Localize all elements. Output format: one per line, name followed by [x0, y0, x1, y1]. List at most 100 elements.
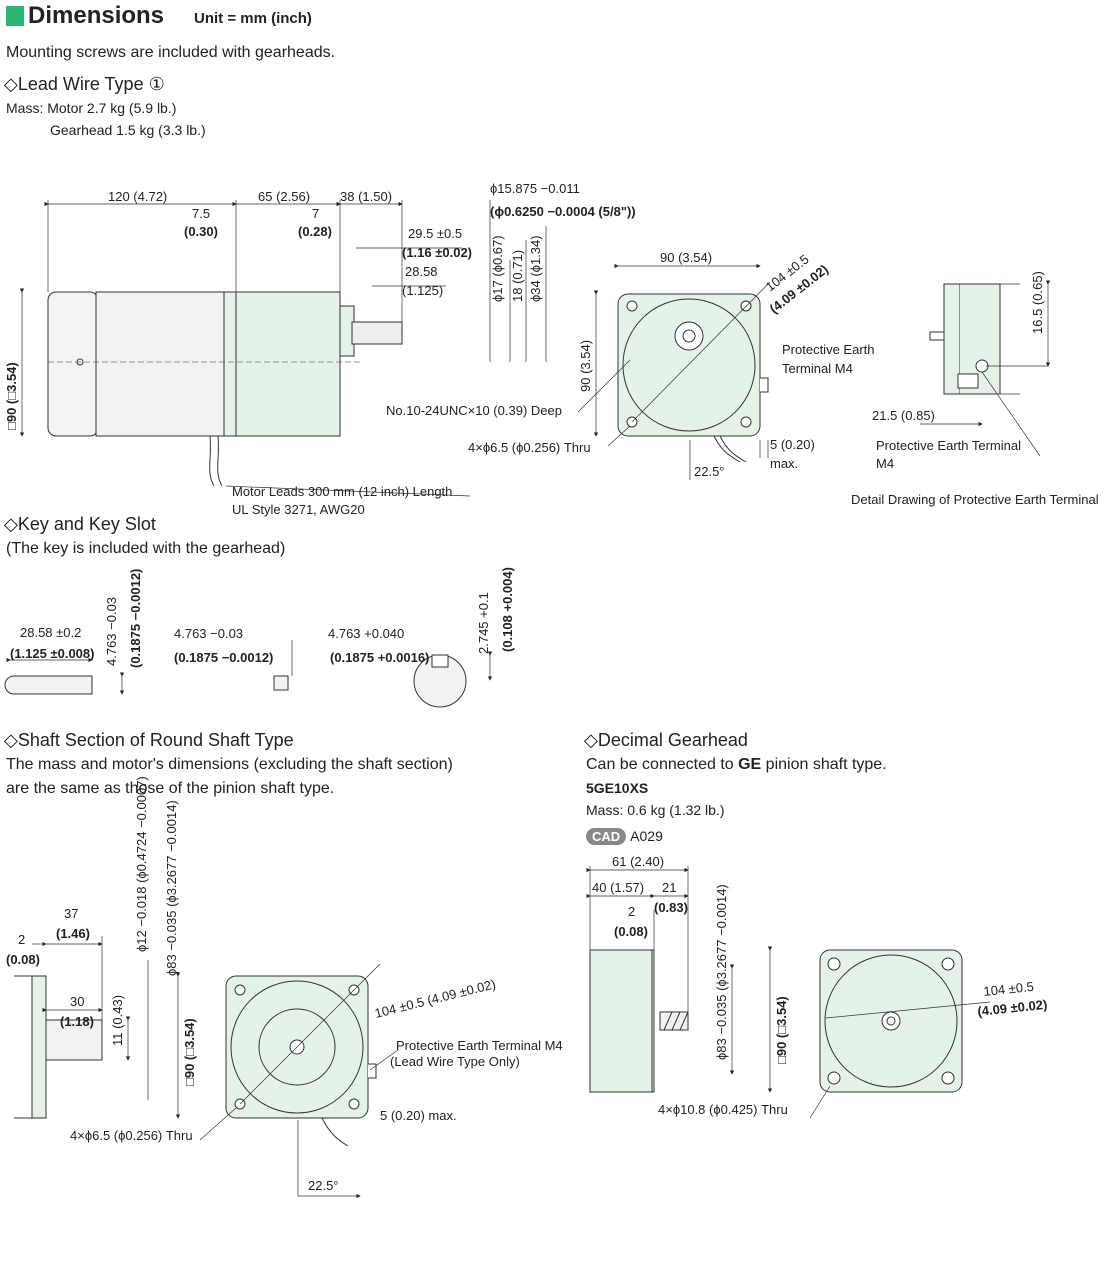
intro-text: Mounting screws are included with gearhe… [6, 44, 336, 61]
key-dimension-labels: 28.58 ±0.2 (1.125 ±0.008) 4.763 −0.03 (0… [10, 567, 515, 668]
round-shaft-heading: ◇Shaft Section of Round Shaft Type [4, 730, 294, 750]
key-dim-3: 4.763 −0.03 [174, 626, 243, 641]
dim-7-5-inch: (0.30) [184, 224, 218, 239]
key-dim-5: 2.745 +0.1 [476, 592, 491, 654]
round-shaft-side-view [14, 975, 103, 1119]
detail-dimension-lines [920, 280, 1051, 457]
round-dim-104: 104 ±0.5 (4.09 ±0.02) [373, 976, 497, 1021]
decimal-model: 5GE10XS [586, 780, 649, 796]
key-dim-5-inch: (0.108 +0.004) [500, 567, 515, 652]
round-pet-label: Protective Earth Terminal M4 [396, 1038, 563, 1053]
key-dim-2-inch: (0.1875 −0.0012) [128, 569, 143, 668]
decimal-front-view [819, 949, 963, 1093]
pe-detail-label-1: Protective Earth Terminal [876, 438, 1021, 453]
decimal-mass: Mass: 0.6 kg (1.32 lb.) [586, 802, 725, 818]
dim-angle: 22.5° [694, 464, 725, 479]
round-dim-11: 11 (0.43) [110, 995, 125, 1046]
dim-7-5: 7.5 [192, 206, 210, 221]
unit-label: Unit = mm (inch) [194, 10, 312, 27]
round-thru-label: 4×ϕ6.5 (ϕ0.256) Thru [70, 1128, 193, 1143]
dec-dim-sq90: □90 (□3.54) [774, 996, 789, 1064]
dec-dim-21-inch: (0.83) [654, 900, 688, 915]
cad-badge[interactable]: CAD [586, 828, 627, 845]
dim-21-5: 21.5 (0.85) [872, 408, 935, 423]
thru-label: 4×ϕ6.5 (ϕ0.256) Thru [468, 440, 591, 455]
round-shaft-note-1: The mass and motor's dimensions (excludi… [6, 756, 453, 773]
round-shaft-dimension-lines [32, 936, 181, 1119]
round-dim-37-inch: (1.46) [56, 926, 90, 941]
round-dim-phi12: ϕ12 −0.018 (ϕ0.4724 −0.0007) [134, 776, 149, 952]
gearhead-front-view [617, 293, 769, 463]
key-dim-1-inch: (1.125 ±0.008) [10, 646, 94, 661]
dec-dim-2-inch: (0.08) [614, 924, 648, 939]
dec-dim-21: 21 [662, 880, 676, 895]
pet-label-2: Terminal M4 [782, 361, 853, 376]
dec-dim-40: 40 (1.57) [592, 880, 644, 895]
decimal-note: Can be connected to GE pinion shaft type… [586, 756, 887, 773]
dim-front-90-side: 90 (3.54) [578, 340, 593, 392]
pet-label-1: Protective Earth [782, 342, 875, 357]
key-dim-1: 28.58 ±0.2 [20, 625, 81, 640]
dim-120: 120 (4.72) [108, 189, 167, 204]
dim-29-5-inch: (1.16 ±0.02) [402, 245, 472, 260]
page-title: Dimensions [28, 2, 165, 29]
round-shaft-note-2: are the same as those of the pinion shaf… [6, 780, 335, 797]
motor-side-view [47, 291, 403, 487]
round-dim-30: 30 [70, 994, 84, 1009]
dim-5-max: max. [770, 456, 798, 471]
dim-phi15: ϕ15.875 −0.011 [490, 181, 580, 196]
dim-28-58: 28.58 [405, 264, 438, 279]
round-dim-2-inch: (0.08) [6, 952, 40, 967]
dim-18: 18 (0.71) [510, 250, 525, 302]
key-dim-3-inch: (0.1875 −0.0012) [174, 650, 273, 665]
lead-wire-heading: ◇Lead Wire Type ① [4, 74, 165, 94]
decimal-dimension-labels: 61 (2.40) 40 (1.57) 21 (0.83) 2 (0.08) ϕ… [592, 854, 1048, 1117]
round-dim-angle: 22.5° [308, 1178, 339, 1193]
dim-front-90: 90 (3.54) [660, 250, 712, 265]
key-dim-4: 4.763 +0.040 [328, 626, 404, 641]
key-heading: ◇Key and Key Slot [4, 514, 156, 534]
round-dim-sq90: □90 (□3.54) [182, 1018, 197, 1086]
detail-dimension-labels: 16.5 (0.65) 21.5 (0.85) Protective Earth… [851, 271, 1099, 507]
lead-wire-mass-gear: Gearhead 1.5 kg (3.3 lb.) [50, 122, 206, 138]
leads-note-2: UL Style 3271, AWG20 [232, 502, 365, 517]
key-note: (The key is included with the gearhead) [6, 540, 286, 557]
key-dim-2: 4.763 −0.03 [104, 597, 119, 666]
lead-wire-mass-motor: Mass: Motor 2.7 kg (5.9 lb.) [6, 100, 177, 116]
round-dim-2: 2 [18, 932, 25, 947]
key-drawings [4, 654, 467, 708]
dim-phi34: ϕ34 (ϕ1.34) [528, 235, 543, 302]
side-dimension-labels: 120 (4.72) 7.5 (0.30) 65 (2.56) 7 (0.28)… [4, 181, 636, 517]
key-dim-4-inch: (0.1875 +0.0016) [330, 650, 429, 665]
decimal-heading: ◇Decimal Gearhead [584, 730, 748, 750]
round-shaft-front-view [225, 975, 377, 1147]
dec-dim-61: 61 (2.40) [612, 854, 664, 869]
round-pet-note: (Lead Wire Type Only) [390, 1054, 520, 1069]
pe-terminal-detail [929, 283, 1020, 395]
dim-sq90: □90 (□3.54) [4, 362, 19, 430]
key-dimension-lines [6, 640, 493, 695]
round-dim-30-inch: (1.18) [60, 1014, 94, 1029]
dec-dim-2: 2 [628, 904, 635, 919]
heading-marker [6, 6, 24, 26]
front-dimension-lines [577, 263, 771, 480]
leads-note-1: Motor Leads 300 mm (12 inch) Length [232, 484, 452, 499]
round-dim-phi83: ϕ83 −0.035 (ϕ3.2677 −0.0014) [164, 800, 179, 976]
dim-29-5: 29.5 ±0.5 [408, 226, 462, 241]
dec-dim-104: 104 ±0.5 [983, 979, 1035, 999]
dec-dim-104-inch: (4.09 ±0.02) [977, 997, 1048, 1019]
round-dim-5: 5 (0.20) max. [380, 1108, 457, 1123]
dim-phi17: ϕ17 (ϕ0.67) [490, 235, 505, 302]
dim-5: 5 (0.20) [770, 437, 815, 452]
pe-detail-label-2: M4 [876, 456, 894, 471]
decimal-dimension-lines [586, 866, 773, 1093]
dec-thru-label: 4×ϕ10.8 (ϕ0.425) Thru [658, 1102, 788, 1117]
dim-38: 38 (1.50) [340, 189, 392, 204]
side-dimension-lines [19, 200, 547, 497]
dim-28-58-inch: (1.125) [402, 283, 443, 298]
round-front-dimension-lines [199, 963, 399, 1199]
unc-label: No.10-24UNC×10 (0.39) Deep [386, 403, 562, 418]
round-dim-37: 37 [64, 906, 78, 921]
